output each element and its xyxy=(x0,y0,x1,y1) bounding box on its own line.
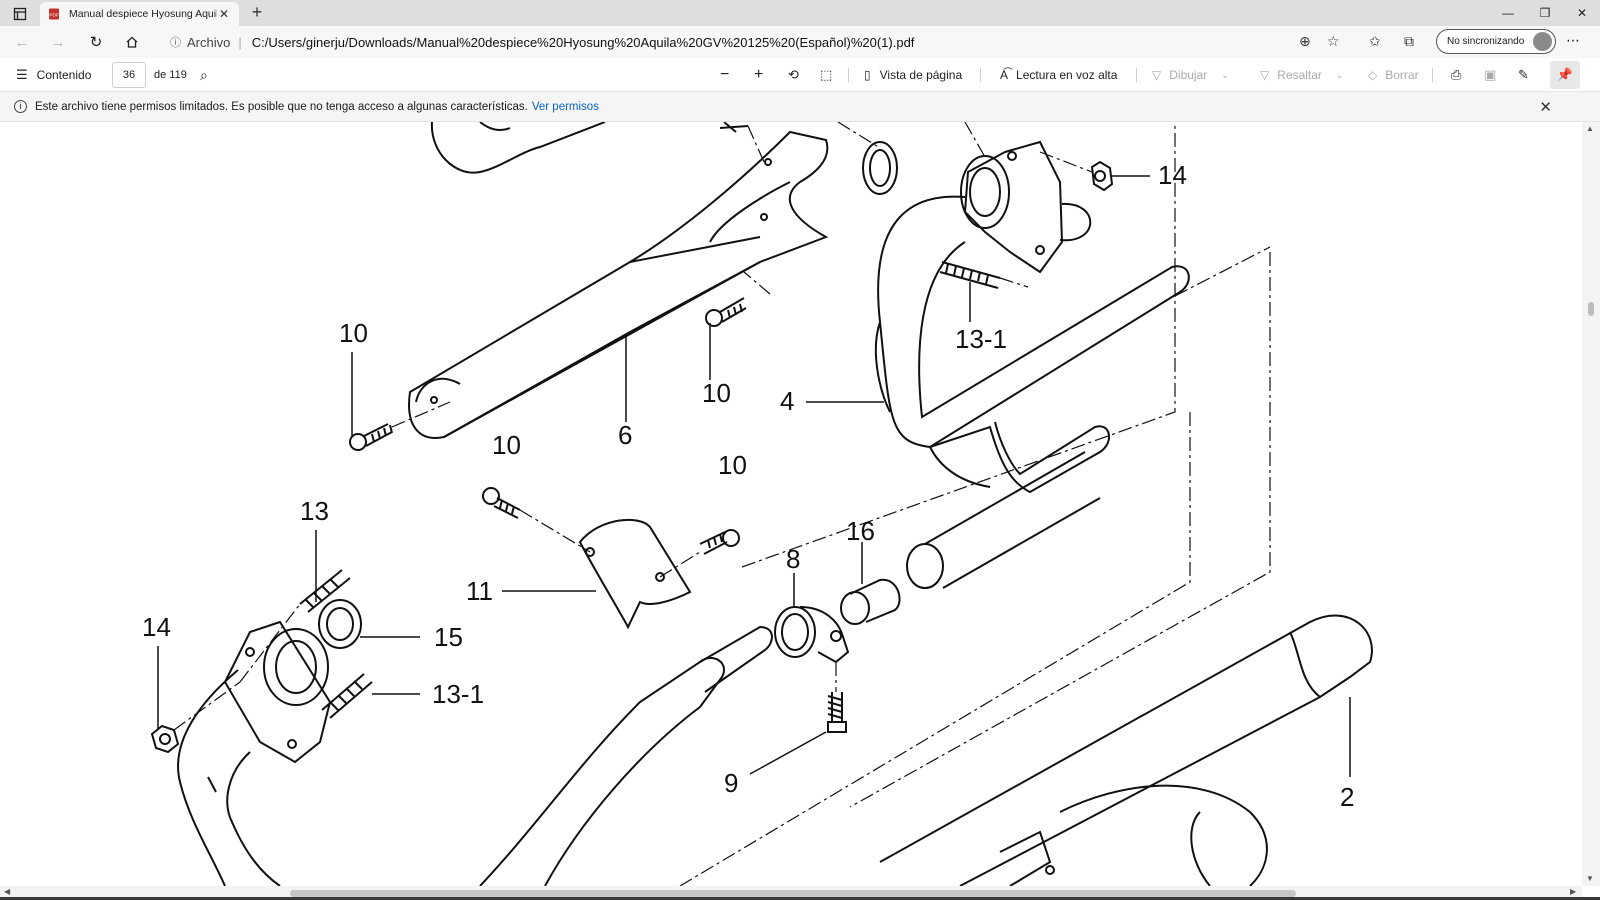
add-favorite-icon[interactable]: ☆ xyxy=(1327,33,1340,49)
part-label-2: 2 xyxy=(1340,782,1354,812)
info-icon: i xyxy=(14,100,27,113)
part-label-10-b: 10 xyxy=(702,378,731,408)
refresh-icon[interactable]: ↻ xyxy=(89,34,103,51)
contents-list-icon: ☰ xyxy=(16,67,28,82)
address-scheme: Archivo xyxy=(187,34,231,50)
page-number-input[interactable]: 36 xyxy=(112,62,146,88)
pdf-toolbar: ☰ Contenido 36 de 119 ⌕ − + ⟲ ⬚ ▯ Vista … xyxy=(0,58,1600,92)
page-total: de 119 xyxy=(154,69,187,81)
part-label-4: 4 xyxy=(780,386,794,416)
part-label-16: 16 xyxy=(846,516,875,546)
part-label-10-a: 10 xyxy=(339,318,368,348)
window-close-icon[interactable]: ✕ xyxy=(1576,6,1588,20)
scroll-down-icon[interactable]: ▼ xyxy=(1586,874,1594,883)
print-icon[interactable]: ⎙ xyxy=(1451,67,1462,82)
part-label-6: 6 xyxy=(618,420,632,450)
rotate-icon[interactable]: ⟲ xyxy=(788,67,799,82)
restore-icon[interactable]: ❐ xyxy=(1539,6,1551,20)
part-label-13-1-top: 13-1 xyxy=(955,324,1007,354)
part-label-14-top: 14 xyxy=(1158,160,1187,190)
horizontal-scrollbar[interactable]: ◀ ▶ xyxy=(0,886,1582,900)
forward-icon[interactable]: → xyxy=(50,33,66,51)
read-aloud-button[interactable]: A͡ Lectura en voz alta xyxy=(1000,58,1117,92)
draw-button[interactable]: ▽ Dibujar ⌄ xyxy=(1152,58,1229,92)
address-separator: | xyxy=(238,34,242,50)
favorites-icon[interactable]: ✩ xyxy=(1369,33,1381,49)
zoom-out-icon[interactable]: − xyxy=(720,66,730,83)
fit-page-icon[interactable]: ⬚ xyxy=(820,67,833,82)
browser-tab[interactable]: PDF Manual despiece Hyosung Aquila GV 12… xyxy=(40,2,239,26)
profile-label: No sincronizando xyxy=(1447,36,1525,47)
permissions-banner: i Este archivo tiene permisos limitados.… xyxy=(0,92,1600,122)
save-icon[interactable]: ▣ xyxy=(1484,67,1497,82)
read-aloud-label: Lectura en voz alta xyxy=(1016,68,1118,82)
erase-button[interactable]: ◇ Borrar xyxy=(1368,58,1419,92)
part-label-13-1-bottom: 13-1 xyxy=(432,679,484,709)
scroll-up-icon[interactable]: ▲ xyxy=(1586,124,1594,133)
exhaust-parts-diagram: 14 13-1 10 10 4 6 10 10 16 8 13 11 14 15… xyxy=(142,122,1373,886)
navigation-bar: ← → ↻ ⓘ Archivo | C:/Users/ginerju/Downl… xyxy=(0,26,1600,58)
part-label-11: 11 xyxy=(466,576,493,606)
pin-toolbar-icon[interactable]: 📌 xyxy=(1550,61,1580,89)
page-view-icon: ▯ xyxy=(864,68,871,82)
page-view-label: Vista de página xyxy=(879,68,963,82)
draw-icon: ▽ xyxy=(1152,68,1162,82)
back-icon[interactable]: ← xyxy=(14,33,30,51)
banner-close-icon[interactable]: ✕ xyxy=(1539,98,1552,116)
part-label-8: 8 xyxy=(786,544,800,574)
part-label-10-c: 10 xyxy=(492,430,521,460)
minimize-icon[interactable]: — xyxy=(1502,6,1514,20)
tab-title: Manual despiece Hyosung Aquila GV 125 xyxy=(69,8,217,20)
site-info-icon[interactable]: ⓘ xyxy=(170,37,181,49)
erase-label: Borrar xyxy=(1385,68,1419,82)
part-label-15: 15 xyxy=(434,622,463,652)
avatar xyxy=(1533,32,1552,51)
zoom-icon[interactable]: ⊕ xyxy=(1299,33,1311,49)
tab-strip: PDF Manual despiece Hyosung Aquila GV 12… xyxy=(0,0,1600,26)
eraser-icon: ◇ xyxy=(1368,68,1378,82)
home-icon[interactable] xyxy=(118,30,146,54)
view-permissions-link[interactable]: Ver permisos xyxy=(531,100,599,113)
profile-button[interactable]: No sincronizando xyxy=(1436,29,1556,54)
read-aloud-icon: A͡ xyxy=(1000,68,1009,82)
svg-text:PDF: PDF xyxy=(49,12,58,17)
zoom-in-icon[interactable]: + xyxy=(754,66,764,83)
draw-label: Dibujar xyxy=(1169,68,1208,82)
part-label-14-left: 14 xyxy=(142,612,171,642)
vertical-scrollbar[interactable]: ▲ ▼ xyxy=(1582,122,1600,886)
highlight-chevron-icon[interactable]: ⌄ xyxy=(1335,69,1344,80)
scroll-right-icon[interactable]: ▶ xyxy=(1570,887,1577,896)
more-options-icon[interactable]: ⋯ xyxy=(1566,32,1580,48)
page-view-button[interactable]: ▯ Vista de página xyxy=(864,58,962,92)
highlight-button[interactable]: ▽ Resaltar ⌄ xyxy=(1260,58,1343,92)
collections-icon[interactable]: ⧉ xyxy=(1404,33,1414,49)
part-label-13: 13 xyxy=(300,496,329,526)
highlight-label: Resaltar xyxy=(1277,68,1322,82)
part-label-9: 9 xyxy=(724,768,738,798)
address-bar[interactable]: ⓘ Archivo | C:/Users/ginerju/Downloads/M… xyxy=(160,28,1412,56)
contents-button[interactable]: ☰ Contenido xyxy=(16,58,91,92)
address-url[interactable]: C:/Users/ginerju/Downloads/Manual%20desp… xyxy=(251,34,915,50)
part-label-10-d: 10 xyxy=(718,450,747,480)
tab-actions-icon[interactable] xyxy=(6,3,34,25)
highlight-icon: ▽ xyxy=(1260,68,1270,82)
search-icon[interactable]: ⌕ xyxy=(200,66,208,83)
pdf-page-viewport[interactable]: 14 13-1 10 10 4 6 10 10 16 8 13 11 14 15… xyxy=(0,122,1582,886)
draw-chevron-icon[interactable]: ⌄ xyxy=(1221,69,1229,80)
save-as-icon[interactable]: ✎ xyxy=(1518,67,1529,82)
contents-label: Contenido xyxy=(36,68,92,82)
banner-message: Este archivo tiene permisos limitados. E… xyxy=(35,100,528,113)
new-tab-button[interactable]: + xyxy=(251,2,263,22)
taskbar-edge xyxy=(0,897,1600,900)
scroll-left-icon[interactable]: ◀ xyxy=(4,887,11,896)
vertical-scroll-thumb[interactable] xyxy=(1588,302,1594,316)
pdf-file-icon: PDF xyxy=(49,8,59,20)
tab-close-icon[interactable]: ✕ xyxy=(218,7,230,21)
horizontal-scroll-thumb[interactable] xyxy=(290,890,1296,897)
